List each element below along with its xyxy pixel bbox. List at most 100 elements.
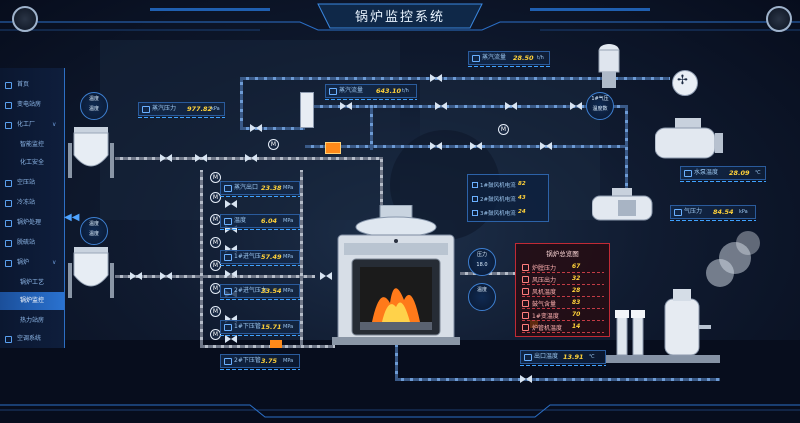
motor-icon[interactable]: M — [498, 124, 509, 135]
chevron-down-icon: ∨ — [52, 121, 57, 128]
gauge-icon — [674, 209, 682, 216]
gauge-icon — [224, 185, 232, 192]
valve-icon[interactable] — [430, 142, 442, 150]
pipe — [370, 105, 373, 150]
motor-icon[interactable]: M — [210, 237, 221, 248]
valve-icon[interactable] — [340, 102, 352, 110]
nav-item-substation[interactable]: 变电站房 — [0, 96, 64, 114]
sidebar-nav: 首页 变电站房 化工厂∨ 智能监控 化工安全 空压站 冷冻站 锅炉处理 脱硫站 … — [0, 68, 65, 348]
valve-icon[interactable] — [225, 335, 237, 343]
valve-icon[interactable] — [540, 142, 552, 150]
valve-icon[interactable] — [225, 270, 237, 278]
valve-icon[interactable] — [470, 142, 482, 150]
nav-item-monitor[interactable]: 智能监控 — [20, 141, 45, 148]
nav-item-desulfur[interactable]: 脱硫站 — [0, 234, 64, 252]
tank-icon — [598, 44, 620, 88]
valve-icon[interactable] — [320, 272, 332, 280]
fan-icon[interactable] — [672, 70, 698, 96]
valve-icon[interactable] — [195, 154, 207, 162]
fan-blade-icon: ✢ — [677, 73, 688, 88]
pipe — [240, 77, 243, 127]
gauge-icon — [524, 354, 532, 361]
footer-frame — [0, 404, 800, 418]
nav-item-cold-station[interactable]: 冷冻站 — [0, 194, 64, 212]
nav-item-boiler[interactable]: 锅炉∨ — [0, 254, 64, 272]
pump-icon — [592, 188, 653, 221]
valve-icon[interactable] — [430, 74, 442, 82]
valve-icon[interactable] — [225, 315, 237, 323]
motor-icon[interactable]: M — [268, 139, 279, 150]
motor-icon[interactable]: M — [210, 172, 221, 183]
motor-icon[interactable]: M — [210, 329, 221, 340]
nav-item-boiler-process[interactable]: 锅炉工艺 — [20, 279, 45, 286]
sensor-icon — [325, 142, 341, 154]
boiler-furnace — [332, 205, 460, 345]
pipe — [240, 77, 600, 80]
nav-item-hvac[interactable]: 空调系统 — [0, 330, 64, 348]
nav-item-home[interactable]: 首页 — [0, 76, 64, 94]
tank-icon — [68, 127, 114, 178]
page-title: 锅炉监控系统 — [354, 10, 445, 25]
sensor-icon — [300, 92, 314, 128]
valve-icon[interactable] — [245, 154, 257, 162]
status-badge[interactable]: 温度温度 — [80, 217, 108, 245]
motor-icon[interactable]: M — [210, 306, 221, 317]
nav-item-boiler-treat[interactable]: 锅炉处理 — [0, 214, 64, 232]
home-icon — [5, 82, 12, 89]
panel-title: 锅炉总览图 — [546, 250, 579, 258]
valve-icon[interactable] — [570, 102, 582, 110]
pipe — [200, 345, 335, 348]
valve-icon[interactable] — [520, 375, 532, 383]
valve-icon[interactable] — [225, 200, 237, 208]
header-frame — [0, 3, 800, 31]
valve-icon[interactable] — [505, 102, 517, 110]
valve-icon[interactable] — [250, 124, 262, 132]
nav-item-boiler-monitor[interactable]: 锅炉监控 — [0, 292, 64, 310]
alarm-icon — [522, 276, 529, 283]
valve-icon[interactable] — [160, 272, 172, 280]
valve-icon[interactable] — [225, 245, 237, 253]
gear-icon — [5, 220, 12, 227]
gauge-icon — [329, 88, 337, 95]
nav-item-chemical[interactable]: 化工厂∨ — [0, 116, 64, 134]
gauge-icon — [472, 55, 480, 62]
valve-icon[interactable] — [435, 102, 447, 110]
snow-icon — [5, 200, 12, 207]
nav-item-air-station[interactable]: 空压站 — [0, 174, 64, 192]
pipe — [240, 127, 305, 130]
pipe — [395, 345, 398, 380]
water-treatment-unit — [605, 289, 720, 363]
valve-icon[interactable] — [130, 272, 142, 280]
valve-icon[interactable] — [160, 154, 172, 162]
sensor-icon — [270, 340, 282, 348]
pipe — [305, 145, 625, 148]
snow-icon — [5, 336, 12, 343]
status-badge[interactable]: 温度 — [468, 283, 496, 311]
status-badge[interactable]: 1#气压温度数 — [586, 92, 614, 120]
steam-plume — [706, 231, 760, 287]
gauge-icon — [224, 254, 232, 261]
motor-icon[interactable]: M — [210, 192, 221, 203]
pipe — [200, 170, 203, 345]
gauge-icon — [472, 210, 478, 216]
nav-item-chem-safety[interactable]: 化工安全 — [20, 159, 45, 166]
nav-item-heat-station[interactable]: 热力站房 — [20, 317, 45, 324]
gauge-icon — [472, 196, 478, 202]
status-badge[interactable]: 温度温度 — [80, 92, 108, 120]
